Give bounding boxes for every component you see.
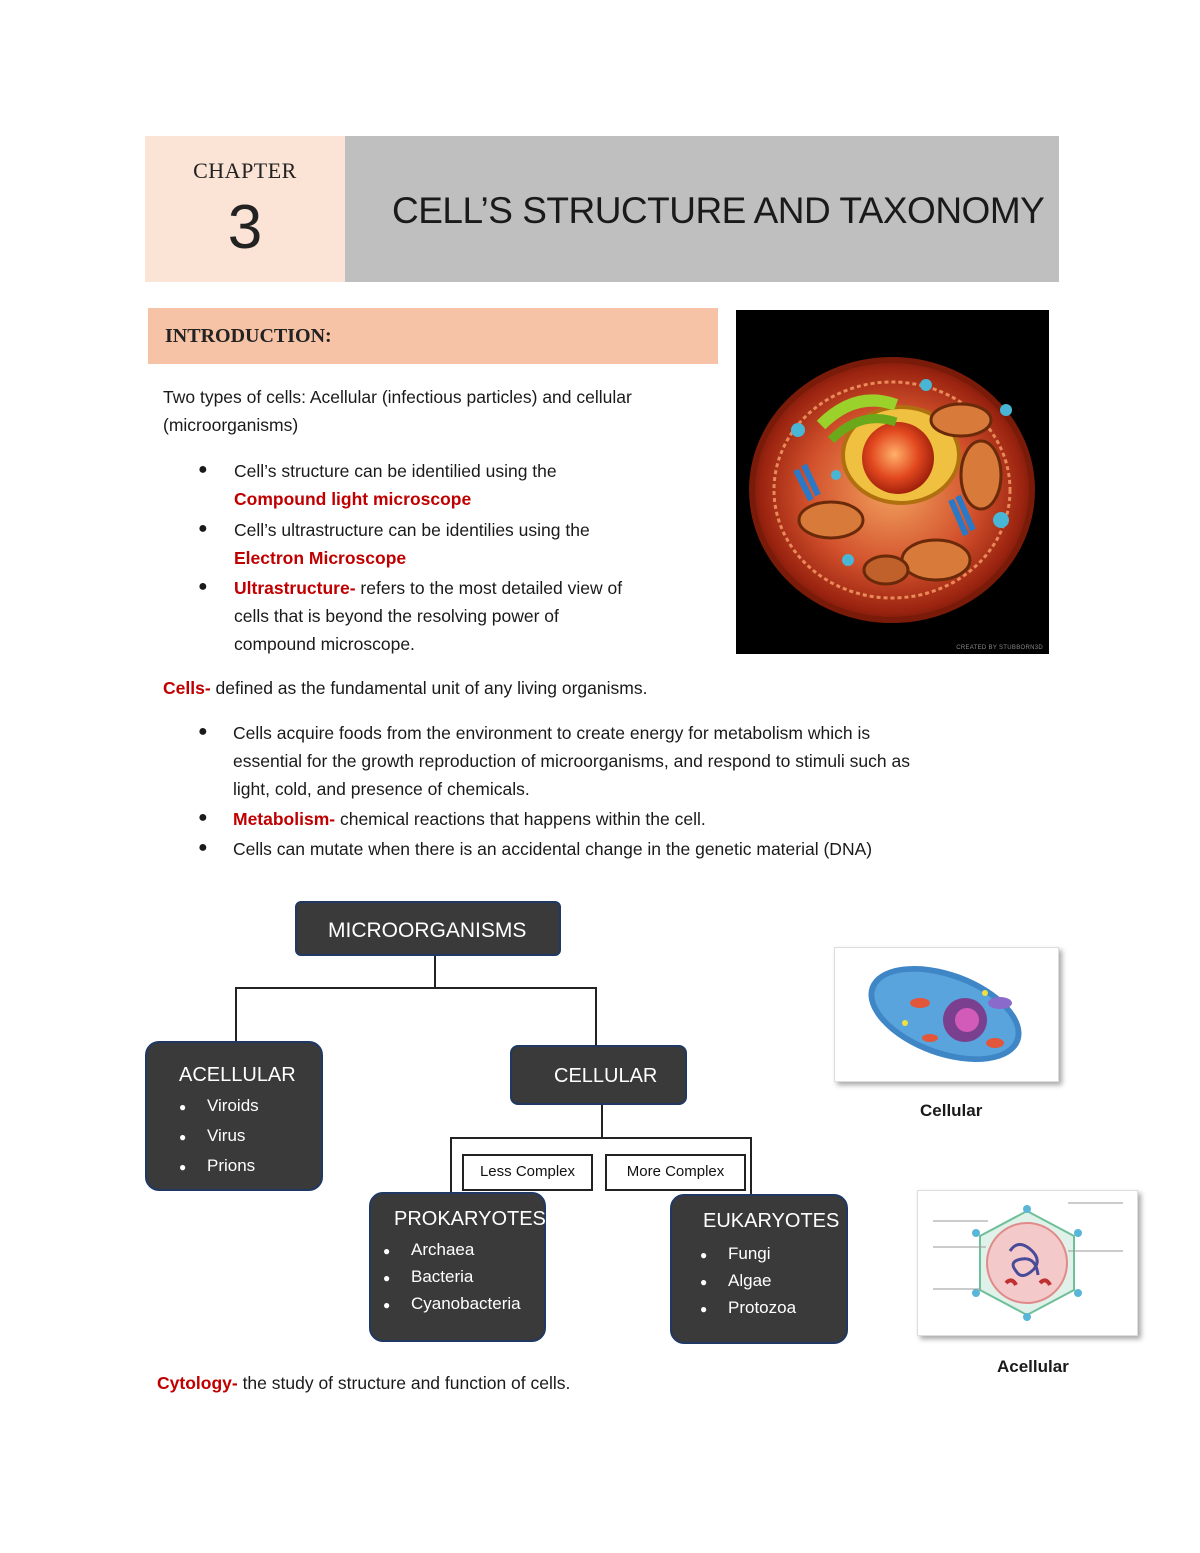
cellular-thumbnail — [834, 947, 1059, 1082]
less-complex-label: Less Complex — [462, 1154, 593, 1191]
bullet-text: Cell’s structure can be identilied using… — [234, 461, 557, 481]
highlight-term: Compound light microscope — [234, 489, 472, 509]
acellular-thumbnail — [917, 1190, 1138, 1336]
chapter-number: 3 — [227, 193, 263, 262]
list-item: ●Virus — [179, 1126, 246, 1145]
definition-text: the study of structure and function of c… — [237, 1373, 571, 1393]
connector-line — [601, 1104, 603, 1138]
connector-line — [450, 1137, 752, 1139]
connector-line — [434, 955, 436, 988]
bullet-dot: ● — [198, 723, 208, 740]
highlight-term: Cytology- — [157, 1373, 238, 1393]
connector-line — [595, 987, 597, 1045]
bullet-dot: ● — [198, 520, 208, 537]
more-complex-label: More Complex — [605, 1154, 746, 1191]
list-item: ●Viroids — [179, 1096, 259, 1115]
connector-line — [450, 1137, 452, 1194]
intro-bullet: Cell’s ultrastructure can be identilies … — [234, 516, 590, 572]
highlight-term: Ultrastructure- — [234, 578, 356, 598]
image-credit: CREATED BY STUBBORN3D — [956, 645, 1043, 651]
intro-heading: INTRODUCTION: — [165, 325, 332, 347]
list-item: ●Prions — [179, 1156, 256, 1175]
highlight-term: Electron Microscope — [234, 548, 407, 568]
cellular-caption: Cellular — [920, 1101, 983, 1120]
bullet-dot: ● — [198, 809, 208, 826]
list-item: ●Fungi — [700, 1244, 771, 1263]
animal-cell-illustration: CREATED BY STUBBORN3D — [736, 310, 1049, 654]
list-item: ●Protozoa — [700, 1298, 797, 1317]
acellular-box: ACELLULAR ●Viroids ●Virus ●Prions — [145, 1041, 323, 1191]
connector-line — [235, 987, 237, 1042]
cytology-definition: Cytology- the study of structure and fun… — [157, 1369, 570, 1397]
eukaryotes-box: EUKARYOTES ●Fungi ●Algae ●Protozoa — [670, 1194, 848, 1344]
box-title: CELLULAR — [554, 1065, 658, 1087]
list-item: ●Algae — [700, 1271, 772, 1290]
highlight-term: Cells- — [163, 678, 211, 698]
acellular-caption: Acellular — [997, 1357, 1069, 1376]
intro-bullet: Cell’s structure can be identilied using… — [234, 457, 557, 513]
microorganisms-box: MICROORGANISMS — [295, 901, 561, 956]
chapter-label: CHAPTER — [193, 158, 297, 183]
bullet-text: Cells acquire foods from the environment… — [233, 723, 871, 743]
intro-heading-bar — [148, 308, 718, 364]
chapter-number-panel — [145, 136, 345, 282]
intro-paragraph-line: Two types of cells: Acellular (infectiou… — [163, 387, 632, 407]
chapter-title-panel — [345, 136, 1059, 282]
list-item: ●Bacteria — [383, 1267, 474, 1286]
list-item: ●Cyanobacteria — [383, 1294, 521, 1313]
chapter-title: CELL’S STRUCTURE AND TAXONOMY — [392, 190, 1045, 231]
highlight-term: Metabolism- — [233, 809, 336, 829]
bullet-text: chemical reactions that happens within t… — [335, 809, 706, 829]
bullet-text: Cells can mutate when there is an accide… — [233, 839, 873, 859]
list-item: ●Archaea — [383, 1240, 475, 1259]
prokaryotes-box: PROKARYOTES ●Archaea ●Bacteria ●Cyanobac… — [369, 1192, 546, 1342]
intro-paragraph-line: (microorganisms) — [163, 415, 299, 435]
connector-line — [235, 987, 597, 989]
definition-text: defined as the fundamental unit of any l… — [210, 678, 648, 698]
bullet-dot: ● — [198, 461, 208, 478]
bullet-text: essential for the growth reproduction of… — [233, 751, 910, 771]
bullet-text: compound microscope. — [234, 634, 415, 654]
box-title: ACELLULAR — [179, 1064, 296, 1086]
cellular-box: CELLULAR — [510, 1045, 687, 1105]
cells-bullet: Cells acquire foods from the environment… — [233, 719, 910, 803]
bullet-text: refers to the most detailed view of — [355, 578, 623, 598]
cells-definition: Cells- defined as the fundamental unit o… — [163, 674, 647, 702]
cells-bullet: Metabolism- chemical reactions that happ… — [233, 805, 706, 833]
connector-line — [750, 1137, 752, 1194]
bullet-dot: ● — [198, 578, 208, 595]
intro-paragraph: Two types of cells: Acellular (infectiou… — [163, 383, 632, 439]
box-title: EUKARYOTES — [703, 1210, 840, 1232]
cells-bullet: Cells can mutate when there is an accide… — [233, 835, 872, 863]
bullet-dot: ● — [198, 839, 208, 856]
bullet-text: cells that is beyond the resolving power… — [234, 606, 559, 626]
bullet-text: light, cold, and presence of chemicals. — [233, 779, 530, 799]
box-title: PROKARYOTES — [394, 1208, 546, 1230]
bullet-text: Cell’s ultrastructure can be identilies … — [234, 520, 590, 540]
box-title: MICROORGANISMS — [328, 919, 527, 942]
intro-bullet: Ultrastructure- refers to the most detai… — [234, 574, 622, 658]
